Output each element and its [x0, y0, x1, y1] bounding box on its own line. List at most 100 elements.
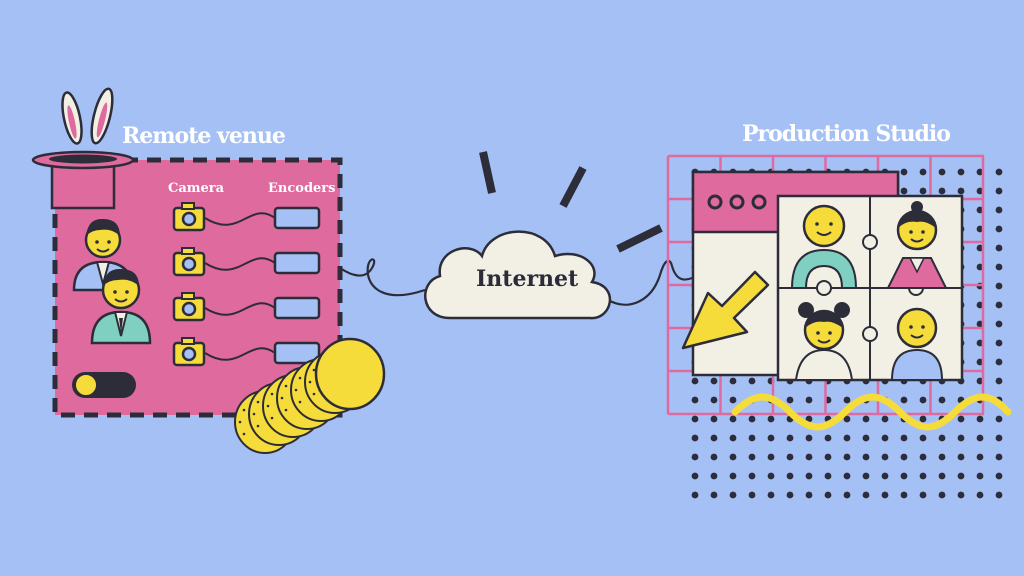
pattern-dot: [976, 225, 984, 233]
pattern-dot: [843, 415, 851, 423]
pattern-dot: [995, 168, 1003, 176]
pattern-dot: [729, 377, 737, 385]
pattern-dot: [881, 415, 889, 423]
pattern-dot: [843, 472, 851, 480]
pattern-dot: [957, 187, 965, 195]
pattern-dot: [976, 301, 984, 309]
pattern-dot: [786, 434, 794, 442]
camera-encoder-row: [172, 247, 321, 277]
internet-cloud: Internet: [424, 230, 611, 320]
pattern-dot: [748, 415, 756, 423]
pattern-dot: [919, 472, 927, 480]
pattern-dot: [995, 377, 1003, 385]
pattern-dot: [748, 377, 756, 385]
pattern-dot: [767, 453, 775, 461]
camera-encoder-row: [172, 337, 321, 367]
pattern-dot: [862, 491, 870, 499]
participant-avatar: [794, 302, 854, 381]
encoder-box: [273, 206, 321, 230]
camera-icon: [172, 247, 206, 277]
pattern-dot: [748, 491, 756, 499]
camera-encoder-row: [172, 202, 321, 232]
camera-icon: [172, 202, 206, 232]
pattern-dot: [805, 453, 813, 461]
pattern-dot: [710, 377, 718, 385]
pattern-dot: [881, 434, 889, 442]
encoders-column-label: Encoders: [268, 181, 335, 196]
pattern-dot: [995, 263, 1003, 271]
pattern-dot: [881, 453, 889, 461]
pattern-dot: [729, 472, 737, 480]
pattern-dot: [824, 472, 832, 480]
pattern-dot: [919, 434, 927, 442]
pattern-dot: [748, 453, 756, 461]
pattern-dot: [691, 415, 699, 423]
pattern-dot: [919, 187, 927, 195]
pattern-dot: [976, 377, 984, 385]
pattern-dot: [938, 396, 946, 404]
camera-column-label: Camera: [168, 181, 225, 196]
pattern-dot: [862, 434, 870, 442]
pattern-dot: [862, 453, 870, 461]
pattern-dot: [729, 453, 737, 461]
pattern-dot: [900, 491, 908, 499]
pattern-dot: [938, 472, 946, 480]
cursor-arrow-icon: [681, 270, 770, 350]
pattern-dot: [900, 187, 908, 195]
pattern-dot: [900, 396, 908, 404]
pattern-dot: [843, 434, 851, 442]
pattern-dot: [919, 396, 927, 404]
pattern-dot: [995, 320, 1003, 328]
internet-label: Internet: [476, 266, 579, 292]
pattern-dot: [976, 453, 984, 461]
pattern-dot: [976, 491, 984, 499]
pattern-dot: [919, 453, 927, 461]
signal-rays-icon: [479, 151, 663, 253]
pattern-dot: [710, 472, 718, 480]
pattern-dot: [900, 168, 908, 176]
pattern-dot: [881, 491, 889, 499]
pattern-dot: [805, 396, 813, 404]
pattern-dot: [995, 225, 1003, 233]
pattern-dot: [881, 472, 889, 480]
camera-icon: [172, 292, 206, 322]
pattern-dot: [976, 244, 984, 252]
pattern-dot: [710, 396, 718, 404]
pattern-dot: [976, 472, 984, 480]
pattern-dot: [957, 434, 965, 442]
camera-encoder-row: [172, 292, 321, 322]
pattern-dot: [767, 472, 775, 480]
pattern-dot: [900, 472, 908, 480]
pattern-dot: [957, 168, 965, 176]
pattern-dot: [824, 453, 832, 461]
pattern-dot: [824, 491, 832, 499]
production-studio-title: Production Studio: [742, 121, 950, 147]
pattern-dot: [976, 320, 984, 328]
pattern-dot: [938, 434, 946, 442]
remote-venue-group: Remote venue Camera Encoders: [31, 87, 386, 454]
pattern-dot: [767, 434, 775, 442]
pattern-dot: [748, 472, 756, 480]
pattern-dot: [976, 434, 984, 442]
pattern-dot: [976, 358, 984, 366]
pattern-dot: [824, 434, 832, 442]
participant-puzzle: [776, 194, 964, 382]
pattern-dot: [843, 396, 851, 404]
pattern-dot: [995, 206, 1003, 214]
participant-avatar: [890, 307, 944, 381]
pattern-dot: [729, 415, 737, 423]
pattern-dot: [862, 472, 870, 480]
participant-avatar: [886, 201, 948, 289]
toggle-switch[interactable]: [72, 372, 136, 398]
pattern-dot: [786, 396, 794, 404]
pattern-dot: [729, 396, 737, 404]
participant-avatar: [790, 204, 858, 289]
pattern-dot: [938, 168, 946, 176]
pattern-dot: [710, 453, 718, 461]
pattern-dot: [786, 472, 794, 480]
pattern-dot: [805, 415, 813, 423]
pattern-dot: [710, 415, 718, 423]
pattern-dot: [729, 491, 737, 499]
pattern-dot: [691, 377, 699, 385]
